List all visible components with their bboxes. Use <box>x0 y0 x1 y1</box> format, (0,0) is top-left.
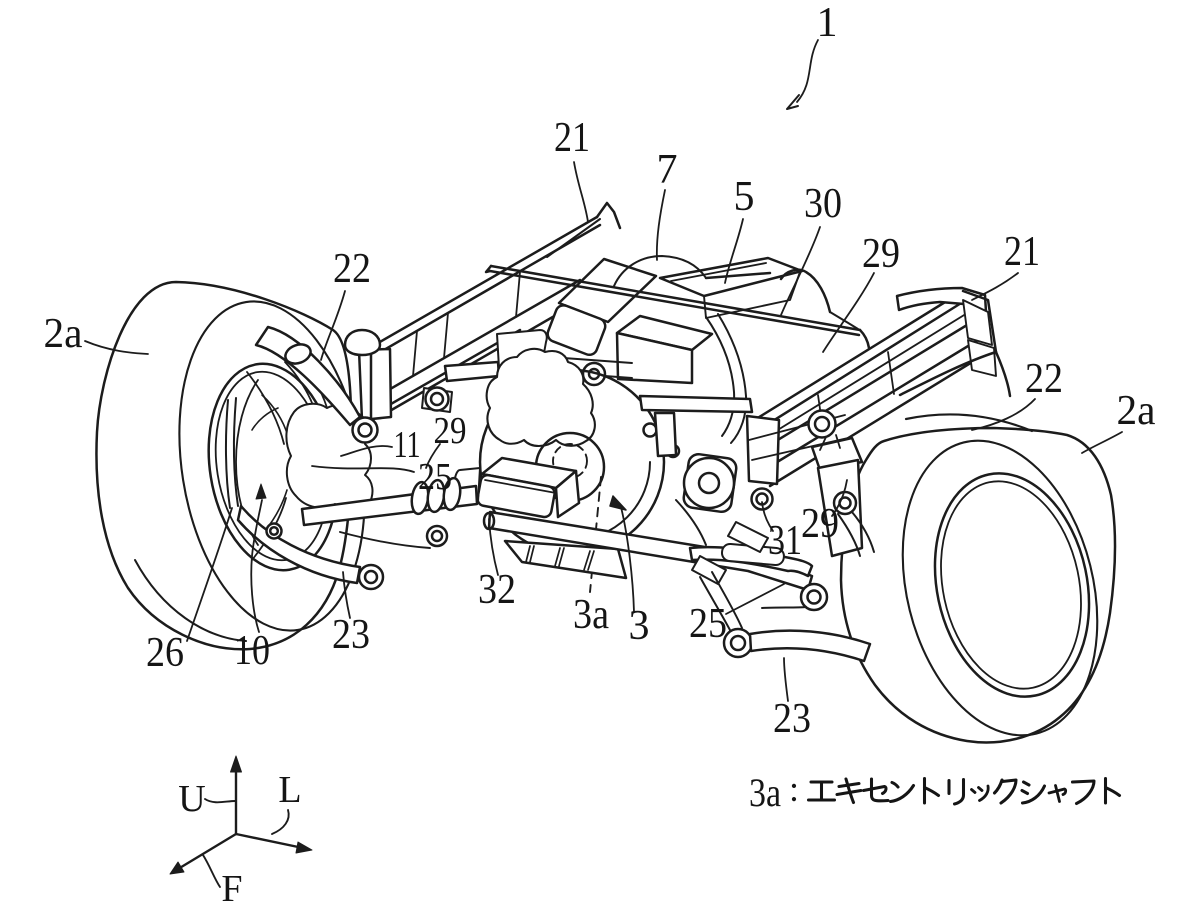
svg-text:23: 23 <box>773 696 811 742</box>
svg-text:21: 21 <box>554 115 590 161</box>
svg-text:3a: 3a <box>749 770 781 815</box>
svg-text:25: 25 <box>418 456 452 498</box>
svg-text:2a: 2a <box>1117 388 1156 434</box>
svg-text:11: 11 <box>394 424 421 466</box>
svg-text:25: 25 <box>689 601 727 647</box>
svg-text:2a: 2a <box>44 311 83 357</box>
svg-text:22: 22 <box>333 246 371 292</box>
svg-text:29: 29 <box>862 231 900 277</box>
svg-text:21: 21 <box>1004 229 1040 275</box>
svg-text:32: 32 <box>478 567 516 613</box>
svg-text:3a: 3a <box>573 592 609 638</box>
svg-text:7: 7 <box>657 147 678 193</box>
svg-text:31: 31 <box>768 518 802 564</box>
svg-text::: : <box>789 769 799 809</box>
svg-text:22: 22 <box>1025 356 1063 402</box>
svg-text:U: U <box>178 778 205 820</box>
svg-text:10: 10 <box>234 628 270 674</box>
svg-text:L: L <box>278 769 301 811</box>
svg-text:1: 1 <box>817 0 838 46</box>
svg-text:29: 29 <box>801 501 839 547</box>
svg-text:30: 30 <box>804 181 842 227</box>
svg-text:26: 26 <box>146 630 184 676</box>
svg-text:29: 29 <box>434 410 467 452</box>
svg-text:23: 23 <box>332 612 370 658</box>
svg-text:5: 5 <box>734 174 755 220</box>
svg-text:F: F <box>221 868 242 906</box>
svg-text:3: 3 <box>629 603 650 649</box>
